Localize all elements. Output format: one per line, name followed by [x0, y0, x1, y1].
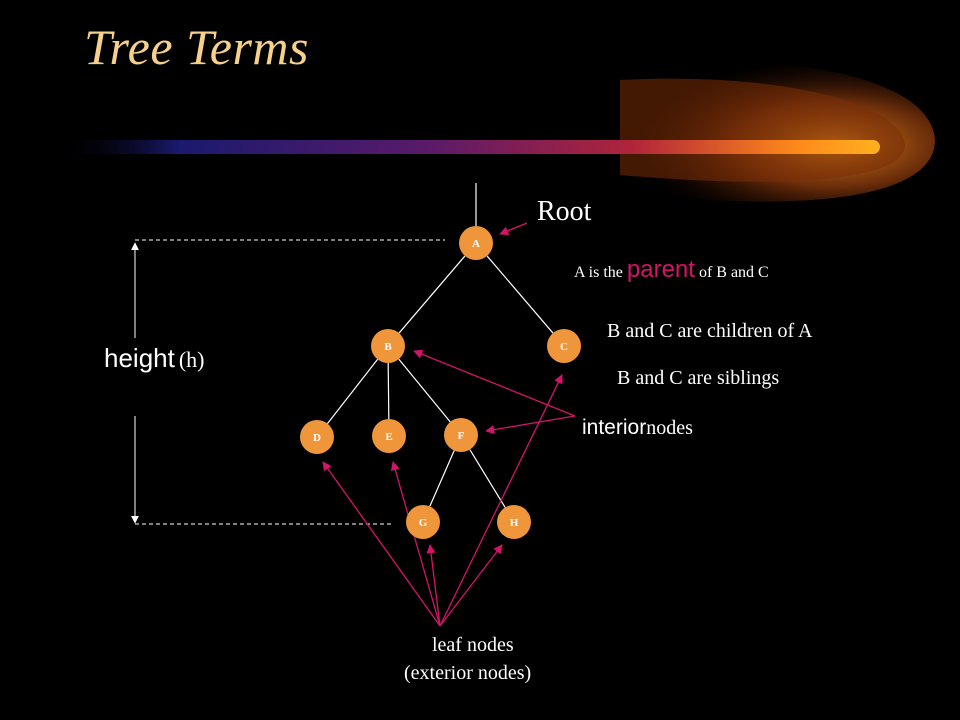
interior-suffix: nodes — [646, 417, 693, 439]
tree-node-h: H — [497, 505, 531, 539]
edge-a-c — [486, 255, 554, 334]
node-circle — [371, 329, 405, 363]
children-label: B and C are children of A — [607, 320, 813, 342]
edge-b-d — [326, 359, 379, 424]
node-circle — [406, 505, 440, 539]
parent-word: parent — [626, 256, 695, 283]
edge-f-h — [469, 449, 506, 508]
interior-label: interiornodes — [582, 416, 693, 440]
tree-node-d: D — [300, 420, 334, 454]
node-circle — [300, 420, 334, 454]
leaf-arrow-g — [426, 544, 441, 627]
leaf-arrow-e — [390, 461, 441, 627]
node-label: C — [560, 341, 568, 353]
leaf-arrow-h — [439, 544, 503, 627]
root-label: Root — [537, 196, 592, 227]
node-circle — [459, 226, 493, 260]
tree-node-g: G — [406, 505, 440, 539]
height-symbol: (h) — [178, 347, 205, 372]
interior-word: interior — [582, 416, 647, 439]
tree-node-c: C — [547, 329, 581, 363]
node-circle — [497, 505, 531, 539]
node-label: E — [385, 431, 392, 443]
node-circle — [444, 418, 478, 452]
edge-f-g — [429, 450, 455, 507]
edge-a-b — [398, 255, 466, 334]
height-word: height — [104, 343, 175, 373]
leaf-arrow-c — [439, 374, 563, 627]
leaf-arrow-d — [322, 461, 441, 627]
tree-nodes: A B C D E F G H — [300, 226, 581, 539]
node-label: H — [510, 517, 519, 529]
height-label: height (h) — [104, 343, 205, 374]
tree-edges — [326, 255, 554, 508]
node-label: B — [384, 341, 392, 353]
leaf-label-line1: leaf nodes — [432, 634, 514, 656]
node-label: A — [472, 238, 480, 250]
tree-node-a: A — [459, 226, 493, 260]
tree-node-e: E — [372, 419, 406, 453]
tree-node-b: B — [371, 329, 405, 363]
tree-node-f: F — [444, 418, 478, 452]
root-arrow — [499, 222, 528, 236]
node-label: F — [458, 430, 465, 442]
edge-b-f — [398, 358, 451, 423]
node-circle — [547, 329, 581, 363]
parent-suffix: of B and C — [698, 264, 769, 281]
parent-prefix: A is the — [574, 264, 623, 281]
siblings-label: B and C are siblings — [617, 367, 780, 389]
node-label: D — [313, 432, 321, 444]
slide-title: Tree Terms — [84, 19, 309, 75]
interior-arrow-f — [485, 415, 576, 435]
node-label: G — [419, 517, 428, 529]
interior-arrow-b — [413, 349, 576, 417]
edge-b-e — [387, 362, 390, 420]
leaf-label-line2: (exterior nodes) — [404, 662, 532, 684]
parent-label: A is the parent of B and C — [574, 256, 769, 284]
node-circle — [372, 419, 406, 453]
